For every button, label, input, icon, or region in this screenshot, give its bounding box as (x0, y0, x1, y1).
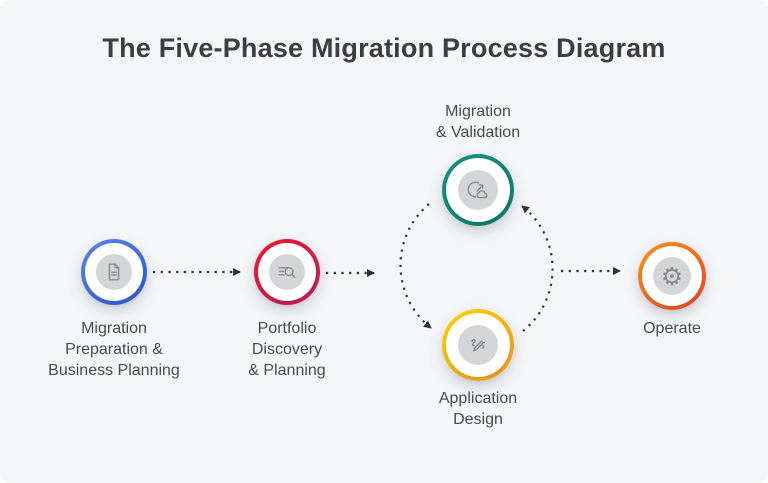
cycle-arc-left (399, 203, 432, 329)
design-pencil-icon (471, 339, 486, 352)
diagram-title: The Five-Phase Migration Process Diagram (102, 33, 666, 63)
node-ring: ⚙ (638, 242, 706, 310)
node-migration-preparation (81, 239, 147, 305)
gear-icon: ⚙ (660, 261, 684, 291)
cycle-arc-right (521, 205, 554, 332)
node-operate: ⚙ (638, 242, 706, 310)
label-operate: Operate (643, 320, 701, 337)
node-application-design (442, 309, 514, 381)
label-portfolio-discovery: Portfolio Discovery & Planning (248, 320, 326, 379)
cloud-sync-icon (467, 181, 488, 199)
document-icon (108, 263, 120, 281)
node-ring (442, 154, 514, 226)
node-portfolio-discovery (254, 239, 320, 305)
label-migration-preparation: Migration Preparation & Business Plannin… (48, 320, 180, 379)
label-application-design: Application Design (438, 390, 518, 428)
node-ring (81, 239, 147, 305)
node-ring (254, 239, 320, 305)
node-ring (442, 309, 514, 381)
list-search-icon (278, 267, 296, 279)
label-migration-validation: Migration & Validation (435, 103, 521, 141)
node-migration-validation (442, 154, 514, 226)
